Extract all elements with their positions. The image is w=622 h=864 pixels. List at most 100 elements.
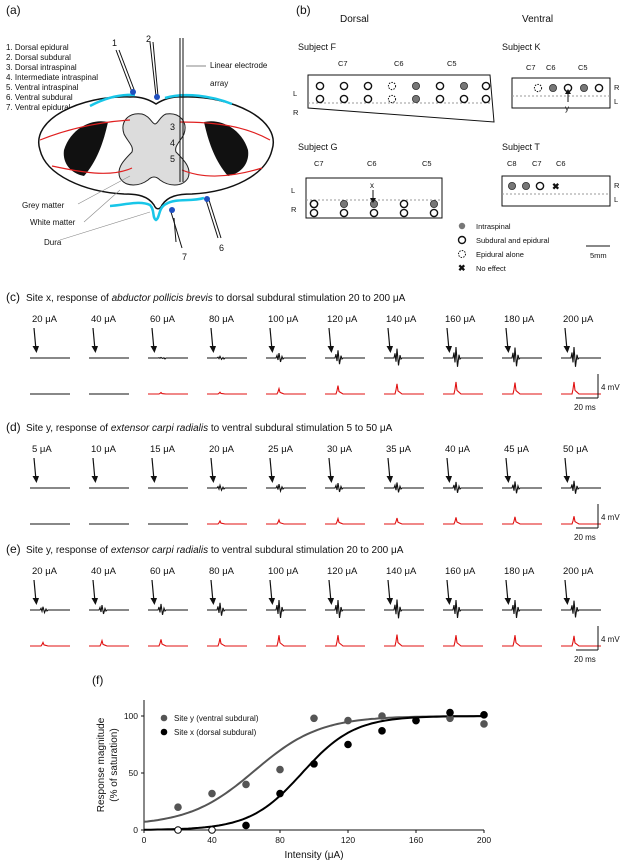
nerve-root	[179, 121, 271, 141]
legend-marker	[160, 728, 168, 736]
subdural-site	[399, 208, 409, 218]
current-label: 30 μA	[327, 444, 353, 455]
intraspinal-site	[429, 199, 438, 208]
emg-rectified-trace	[561, 635, 601, 647]
x-tick-label: 40	[207, 835, 217, 845]
subdural-site	[315, 81, 325, 91]
emg-rectified-trace	[266, 386, 306, 395]
epidural-site	[387, 81, 397, 91]
current-label: 40 μA	[445, 444, 471, 455]
emg-raw-trace	[443, 346, 483, 367]
emg-rectified-trace	[148, 391, 188, 395]
panel-c-label: (c)	[6, 290, 20, 304]
stim-arrowhead	[386, 346, 393, 353]
subdural-site	[363, 94, 373, 104]
stim-arrowhead	[504, 346, 511, 353]
intraspinal-site	[459, 82, 468, 91]
emg-raw-trace	[30, 606, 70, 615]
data-point	[378, 727, 386, 735]
epidural-site	[533, 83, 543, 93]
legend-item-4: 4. Intermediate intraspinal	[6, 73, 98, 82]
panel-d: (d) Site y, response of extensor carpi r…	[6, 420, 620, 542]
emg-rectified-trace	[266, 518, 306, 525]
side-label: L	[614, 97, 618, 106]
segment-label: C7	[526, 63, 536, 72]
current-label: 100 μA	[268, 314, 299, 325]
dura-label: Dura	[44, 238, 62, 247]
marker-y: y	[565, 104, 569, 113]
current-label: 20 μA	[32, 314, 58, 325]
intraspinal-site	[411, 95, 420, 104]
nerve-root	[181, 167, 263, 177]
legend-noeffect: No effect	[476, 264, 507, 273]
legend-intraspinal-marker	[458, 222, 466, 230]
current-label: 120 μA	[327, 314, 358, 325]
subject-f-sites	[315, 81, 491, 104]
epidural-site	[387, 94, 397, 104]
emg-rectified-trace	[30, 641, 70, 647]
data-point	[378, 712, 386, 720]
stim-arrowhead	[386, 476, 393, 483]
stim-arrowhead	[386, 598, 393, 605]
subdural-site	[481, 81, 491, 91]
emg-raw-trace	[207, 602, 247, 616]
intraspinal-site	[339, 199, 348, 208]
intraspinal-site	[522, 181, 531, 190]
segment-label: C5	[422, 159, 432, 168]
scalebar-voltage-label: 4 mV	[601, 513, 620, 522]
emg-rectified-trace	[443, 381, 483, 395]
subject-k-sites	[533, 83, 604, 93]
emg-rectified-trace	[89, 638, 129, 647]
panel-e-title: Site y, response of extensor carpi radia…	[26, 545, 404, 556]
emg-raw-trace	[443, 481, 483, 493]
legend-subdural-marker	[457, 235, 467, 245]
electrode-2-tip	[154, 94, 160, 100]
emg-rectified-trace	[443, 517, 483, 525]
panel-f-label: (f)	[92, 673, 103, 687]
x-tick-label: 160	[409, 835, 423, 845]
dura-dorsal-right	[164, 93, 233, 106]
emg-raw-trace	[266, 600, 306, 618]
stim-arrowhead	[445, 346, 452, 353]
subject-g-label: Subject G	[298, 142, 338, 152]
emg-rectified-trace	[207, 391, 247, 395]
legend-epidural-marker	[458, 250, 466, 258]
scalebar-label: 5mm	[590, 251, 607, 260]
electrode-7	[170, 211, 183, 249]
data-point	[480, 711, 488, 719]
intraspinal-site	[411, 82, 420, 91]
stim-arrowhead	[327, 476, 334, 483]
emg-raw-trace	[207, 355, 247, 361]
legend-item-7: 7. Ventral epidural	[6, 103, 71, 112]
segment-label: C8	[507, 159, 517, 168]
legend-subdural: Subdural and epidural	[476, 236, 550, 245]
emg-raw-trace	[148, 356, 188, 360]
subject-t-sites: ✖	[507, 181, 560, 192]
electrode-2	[149, 41, 157, 97]
legend-item-2: 2. Dorsal subdural	[6, 53, 71, 62]
dura-ventral	[109, 196, 205, 222]
data-point	[446, 708, 454, 717]
electrode-6-tip	[204, 196, 210, 202]
current-label: 60 μA	[150, 314, 176, 325]
current-label: 200 μA	[563, 566, 594, 577]
panel-b-label: (b)	[296, 3, 311, 17]
segment-label: C7	[338, 59, 348, 68]
grey-matter-label: Grey matter	[22, 201, 65, 210]
subject-t-box	[501, 175, 611, 207]
emg-rectified-trace	[443, 635, 483, 647]
current-label: 60 μA	[150, 566, 176, 577]
segment-label: C6	[546, 63, 556, 72]
legend-entry: Site x (dorsal subdural)	[174, 728, 257, 737]
emg-rectified-trace	[561, 516, 601, 525]
electrode-1	[115, 49, 133, 93]
emg-raw-trace	[148, 603, 188, 615]
nerve-root	[39, 119, 131, 141]
electrode-number: 6	[219, 243, 224, 253]
segment-label: C6	[367, 159, 377, 168]
scalebar-voltage-label: 4 mV	[601, 635, 620, 644]
y-axis-label-unit: (% of saturation)	[109, 728, 120, 801]
leader-line	[77, 175, 131, 205]
data-point	[208, 789, 216, 798]
stim-arrowhead	[327, 598, 334, 605]
